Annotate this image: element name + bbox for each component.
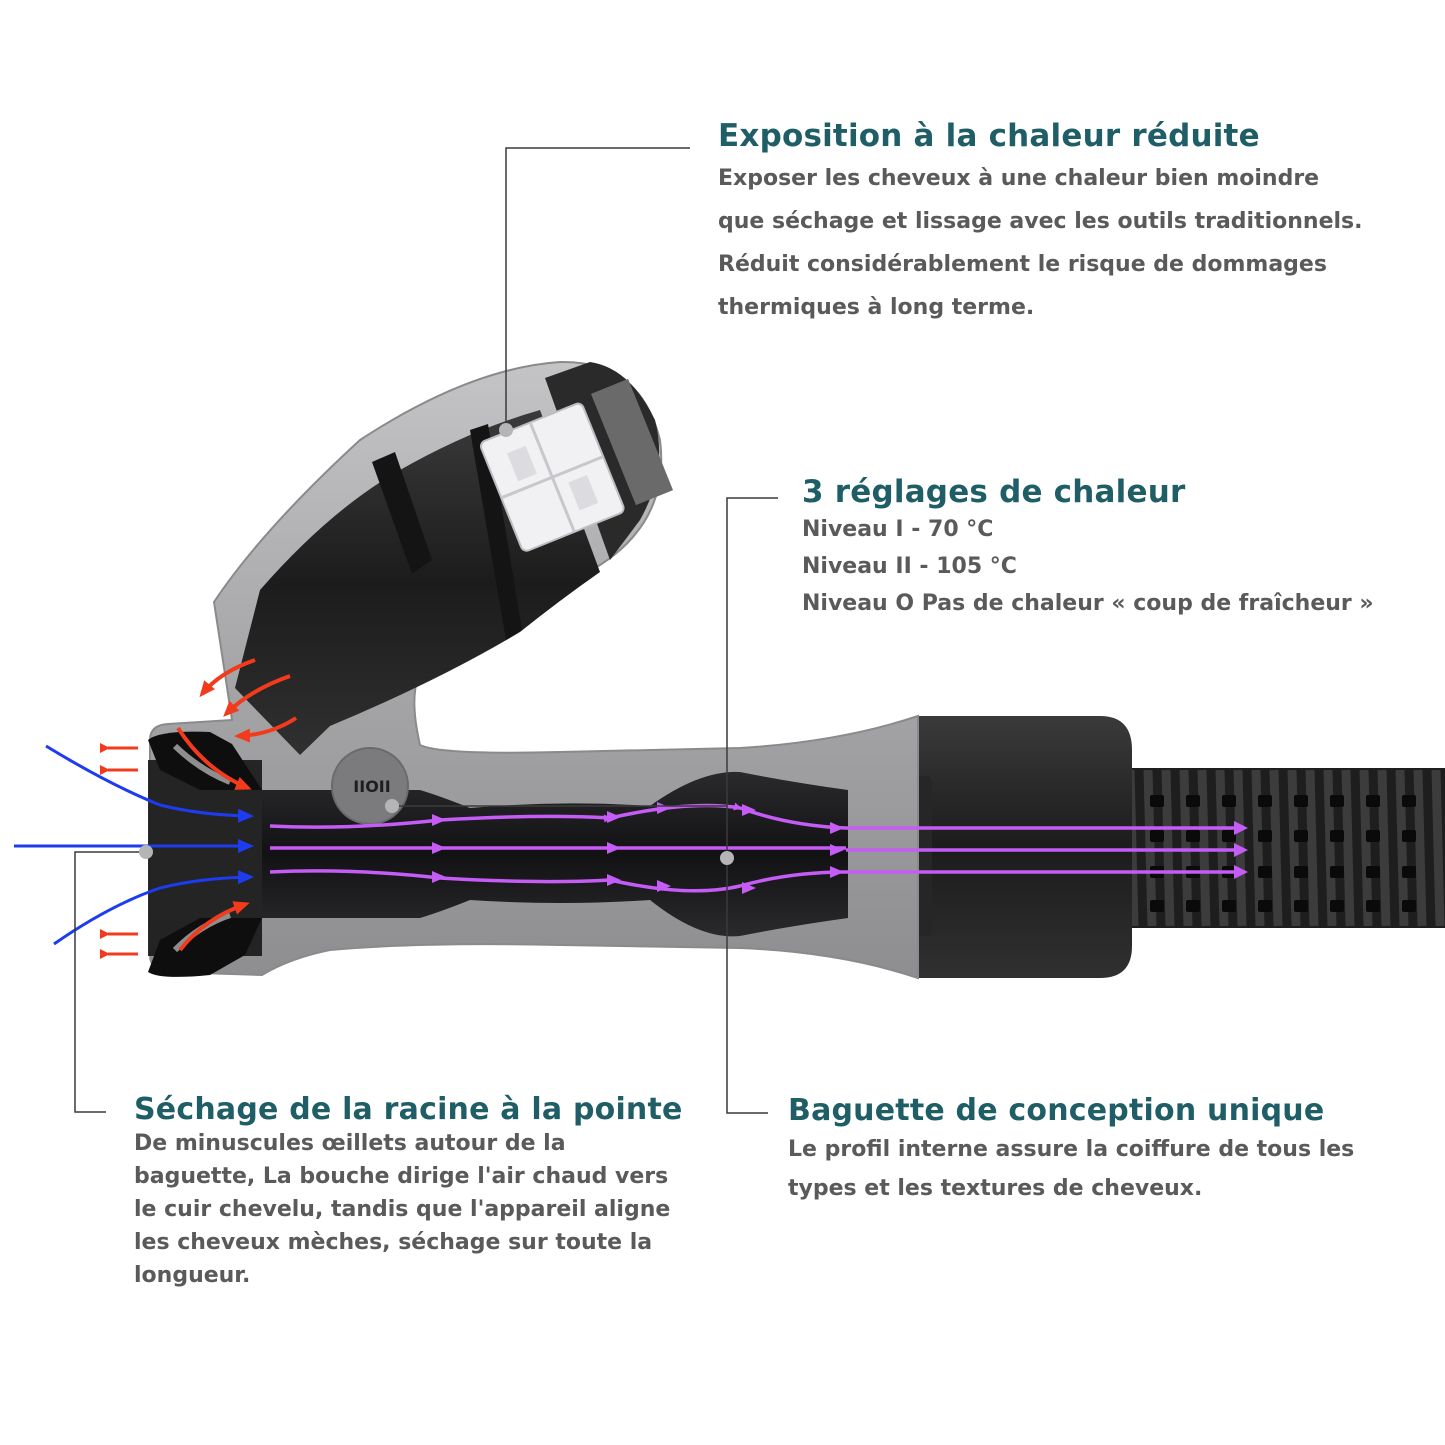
airflow-arrowhead: [607, 874, 621, 886]
callout-line: Le profil interne assure la coiffure de …: [788, 1137, 1355, 1162]
airflow-arrowhead: [830, 866, 844, 878]
callout-line: thermiques à long terme.: [718, 295, 1035, 320]
hose-vent-hole: [1222, 795, 1236, 807]
hose-vent-hole: [1402, 866, 1416, 878]
airflow-arrowhead: [432, 842, 446, 854]
callout-line: Niveau I - 70 °C: [802, 517, 994, 542]
callout-title: Baguette de conception unique: [788, 1093, 1325, 1128]
hose-vent-hole: [1330, 866, 1344, 878]
hose-vent-hole: [1258, 900, 1272, 912]
hose-vent-hole: [1330, 795, 1344, 807]
hose-vent-hole: [1186, 830, 1200, 842]
airflow-arrows: [269, 802, 1248, 894]
hose-rib: [1161, 769, 1175, 927]
hose-vent-hole: [1258, 795, 1272, 807]
callout-line: Niveau II - 105 °C: [802, 554, 1017, 579]
hose-vent-hole: [1294, 795, 1308, 807]
hose-rib: [1143, 769, 1157, 927]
hose-rib: [1431, 769, 1445, 927]
callout-line: types et les textures de cheveux.: [788, 1176, 1203, 1201]
callout-line: Exposer les cheveux à une chaleur bien m…: [718, 166, 1320, 191]
hose-vent-hole: [1150, 830, 1164, 842]
hose-vent-hole: [1294, 830, 1308, 842]
hose-vent-hole: [1222, 900, 1236, 912]
hose-rib: [1323, 769, 1337, 927]
hose-rib: [1305, 769, 1319, 927]
callout-unique-wand: Baguette de conception unique Le profil …: [788, 1093, 1354, 1206]
hose-vent-hole: [1402, 830, 1416, 842]
hose-vent-hole: [1366, 830, 1380, 842]
hose-vent-hole: [1366, 866, 1380, 878]
airflow-arrowhead: [432, 814, 446, 826]
callout-line: Réduit considérablement le risque de dom…: [718, 252, 1327, 277]
hose-vent-hole: [1186, 900, 1200, 912]
airflow-arrowhead: [657, 880, 671, 892]
flexible-hose: [1118, 768, 1445, 928]
airflow-arrowhead: [607, 842, 621, 854]
hose-vent-hole: [1366, 795, 1380, 807]
callout-line: baguette, La bouche dirige l'air chaud v…: [134, 1164, 669, 1189]
airflow-arrowhead: [830, 822, 844, 834]
hose-rib: [1359, 769, 1373, 927]
hose-rib: [1233, 769, 1247, 927]
hose-rib: [1179, 769, 1193, 927]
callout-line: que séchage et lissage avec les outils t…: [718, 209, 1363, 234]
callout-line: Niveau O Pas de chaleur « coup de fraîch…: [802, 591, 1374, 616]
callout-reduced-heat: Exposition à la chaleur réduite Exposer …: [718, 118, 1363, 326]
airflow-arrowhead: [742, 804, 756, 816]
intake-air-arrows: [14, 744, 254, 946]
callout-line: De minuscules œillets autour de la: [134, 1131, 566, 1156]
hose-vent-hole: [1330, 830, 1344, 842]
hose-vent-hole: [1258, 866, 1272, 878]
callout-title: Exposition à la chaleur réduite: [718, 118, 1260, 154]
hose-vent-hole: [1294, 866, 1308, 878]
hose-vent-hole: [1150, 795, 1164, 807]
airflow-arrowhead: [657, 802, 671, 814]
callout-title: 3 réglages de chaleur: [802, 474, 1186, 510]
hot-air-arrows: [100, 658, 298, 959]
hose-rib: [1287, 769, 1301, 927]
leader-lines: [74, 147, 778, 1114]
hose-vent-hole: [1222, 830, 1236, 842]
airflow-arrowhead: [432, 871, 446, 883]
hose-vent-hole: [1402, 900, 1416, 912]
airflow-arrowhead: [607, 811, 621, 823]
hose-vent-hole: [1402, 795, 1416, 807]
callout-root-to-tip: Séchage de la racine à la pointe De minu…: [134, 1092, 683, 1292]
hose-rib: [1251, 769, 1265, 927]
airflow-arrowhead: [830, 844, 844, 856]
hose-vent-hole: [1150, 900, 1164, 912]
hose-rib: [1341, 769, 1355, 927]
heat-switch: IIOII: [331, 747, 409, 825]
hose-rib: [1395, 769, 1409, 927]
switch-label: IIOII: [353, 777, 390, 796]
hose-vent-hole: [1186, 795, 1200, 807]
callout-line: longueur.: [134, 1263, 251, 1288]
hose-rib: [1197, 769, 1211, 927]
hose-vent-hole: [1258, 830, 1272, 842]
callout-line: les cheveux mèches, séchage sur toute la: [134, 1230, 653, 1255]
hose-vent-hole: [1330, 900, 1344, 912]
hose-vent-hole: [1294, 900, 1308, 912]
heating-nozzle: [235, 362, 674, 755]
hose-rib: [1413, 769, 1427, 927]
hose-rib: [1269, 769, 1283, 927]
hose-vent-hole: [1366, 900, 1380, 912]
hose-rib: [1215, 769, 1229, 927]
airflow-arrowhead: [742, 882, 756, 894]
callout-heat-settings: 3 réglages de chaleur Niveau I - 70 °C N…: [802, 474, 1374, 621]
callout-line: le cuir chevelu, tandis que l'appareil a…: [134, 1197, 671, 1222]
callout-title: Séchage de la racine à la pointe: [134, 1092, 683, 1127]
hose-rib: [1377, 769, 1391, 927]
